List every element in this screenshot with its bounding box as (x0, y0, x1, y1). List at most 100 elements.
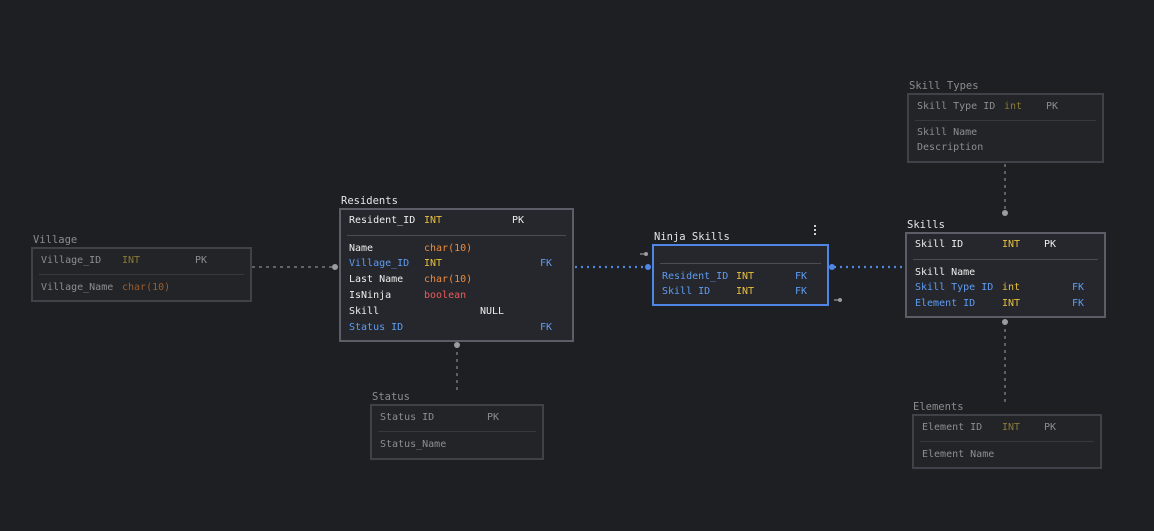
divider (913, 259, 1098, 260)
table-title-elements: Elements (913, 401, 964, 413)
table-row[interactable]: Resident_ID INT FK (654, 269, 827, 284)
column-name: Description (917, 142, 984, 153)
divider (915, 120, 1096, 121)
table-row[interactable]: Status ID PK (372, 410, 542, 425)
link-endpoint-dot (332, 264, 338, 270)
table-row[interactable]: Village_ID INT FK (341, 256, 572, 271)
column-type: char(10) (424, 274, 473, 285)
column-name: Name (349, 243, 374, 254)
table-row[interactable]: Status_Name (372, 437, 542, 452)
column-name: Skill ID (915, 239, 964, 250)
column-type: INT (1002, 422, 1021, 433)
column-name: Village_ID (41, 255, 102, 266)
column-name: Village_ID (349, 258, 410, 269)
column-name: IsNinja (349, 290, 392, 301)
column-name: Skill (349, 306, 380, 317)
column-name: Last Name (349, 274, 404, 285)
key-badge: PK (195, 255, 208, 266)
column-type: INT (122, 255, 141, 266)
table-row[interactable]: Skill ID INT PK (907, 237, 1104, 252)
column-type: INT (736, 286, 755, 297)
table-row[interactable]: Status ID FK (341, 320, 572, 335)
link-endpoint-dot (645, 264, 651, 270)
column-name: Status ID (380, 412, 435, 423)
table-title-village: Village (33, 234, 78, 246)
table-row[interactable]: Village_ID INT PK (33, 253, 250, 268)
table-row[interactable]: Element ID INT FK (907, 296, 1104, 311)
table-title-ninja-skills: Ninja Skills (654, 231, 730, 243)
table-row[interactable]: Skill ID INT FK (654, 284, 827, 299)
column-name: Resident_ID (349, 215, 416, 226)
column-name: Skill Type ID (915, 282, 994, 293)
column-type: char(10) (122, 282, 171, 293)
table-village[interactable]: Village_ID INT PK Village_Name char(10) (31, 247, 252, 302)
table-row[interactable]: Skill Name (907, 265, 1104, 280)
column-name: Element Name (922, 449, 995, 460)
key-badge: FK (1072, 298, 1085, 309)
column-type: boolean (424, 290, 467, 301)
column-type: INT (736, 271, 755, 282)
vertical-ellipsis-icon[interactable] (813, 224, 818, 238)
column-type: NULL (480, 306, 505, 317)
column-name: Element ID (915, 298, 976, 309)
table-title-skill-types: Skill Types (909, 80, 979, 92)
column-name: Status_Name (380, 439, 447, 450)
table-skills[interactable]: Skill ID INT PK Skill Name Skill Type ID… (905, 232, 1106, 318)
table-row[interactable]: Element ID INT PK (914, 420, 1100, 435)
divider (378, 431, 536, 432)
table-residents[interactable]: Resident_ID INT PK Name char(10) Village… (339, 208, 574, 342)
table-row[interactable]: Name char(10) (341, 241, 572, 256)
table-row[interactable]: Description (909, 140, 1102, 155)
table-row[interactable]: Resident_ID INT PK (341, 213, 572, 228)
link-endpoint-dot (829, 264, 835, 270)
key-badge: PK (512, 215, 525, 226)
column-type: int (1004, 101, 1023, 112)
table-elements[interactable]: Element ID INT PK Element Name (912, 414, 1102, 469)
table-row[interactable]: Last Name char(10) (341, 272, 572, 287)
link-endpoint-dot (1002, 210, 1008, 216)
key-badge: FK (795, 271, 808, 282)
table-skill-types[interactable]: Skill Type ID int PK Skill Name Descript… (907, 93, 1104, 163)
column-name: Status ID (349, 322, 404, 333)
divider (347, 235, 566, 236)
key-badge: FK (1072, 282, 1085, 293)
column-name: Skill ID (662, 286, 711, 297)
table-title-status: Status (372, 391, 410, 403)
column-name: Skill Name (915, 267, 976, 278)
table-status[interactable]: Status ID PK Status_Name (370, 404, 544, 460)
key-badge: PK (487, 412, 500, 423)
table-ninja-skills[interactable]: Resident_ID INT FK Skill ID INT FK (652, 244, 829, 306)
column-name: Skill Type ID (917, 101, 996, 112)
divider (920, 441, 1094, 442)
column-type: INT (424, 215, 443, 226)
key-badge: FK (540, 258, 553, 269)
key-badge: PK (1044, 422, 1057, 433)
divider (660, 263, 821, 264)
column-name: Element ID (922, 422, 983, 433)
link-endpoint-dot (1002, 319, 1008, 325)
table-row[interactable]: Skill Type ID int PK (909, 99, 1102, 114)
table-title-residents: Residents (341, 195, 398, 207)
table-row[interactable]: Village_Name char(10) (33, 280, 250, 295)
column-type: INT (1002, 298, 1021, 309)
column-type: char(10) (424, 243, 473, 254)
column-name: Skill Name (917, 127, 978, 138)
table-title-skills: Skills (907, 219, 945, 231)
column-type: INT (1002, 239, 1021, 250)
table-row[interactable]: Skill Type ID int FK (907, 280, 1104, 295)
column-name: Resident_ID (662, 271, 729, 282)
key-badge: FK (795, 286, 808, 297)
key-badge: PK (1044, 239, 1057, 250)
key-badge: PK (1046, 101, 1059, 112)
divider (39, 274, 244, 275)
column-type: INT (424, 258, 443, 269)
table-row[interactable]: Element Name (914, 447, 1100, 462)
table-row[interactable]: Skill Name (909, 125, 1102, 140)
column-type: int (1002, 282, 1021, 293)
column-name: Village_Name (41, 282, 114, 293)
table-row[interactable]: Skill NULL (341, 304, 572, 319)
link-endpoint-dot (454, 342, 460, 348)
key-badge: FK (540, 322, 553, 333)
table-row[interactable]: IsNinja boolean (341, 288, 572, 303)
